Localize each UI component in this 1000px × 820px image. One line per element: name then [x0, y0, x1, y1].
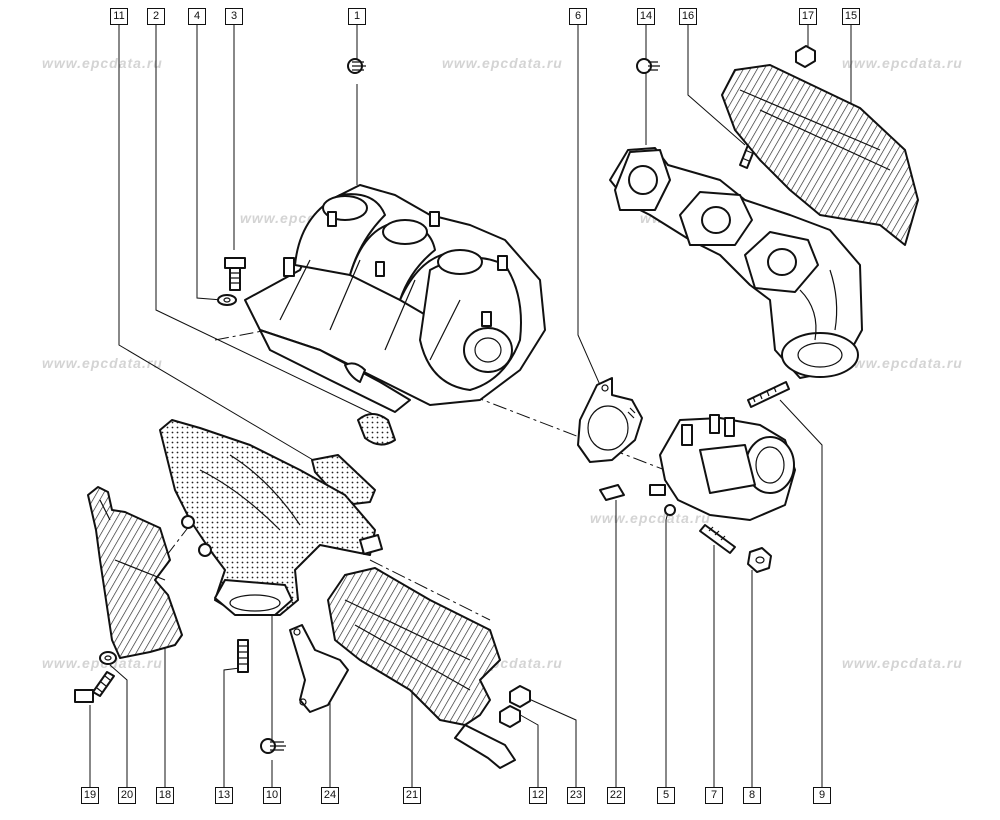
bolt-3	[224, 257, 246, 291]
heat-shield-15	[721, 64, 919, 246]
callout-7: 7	[705, 787, 723, 804]
watermark: www.epcdata.ru	[842, 655, 963, 671]
callout-20: 20	[118, 787, 136, 804]
callout-3: 3	[225, 8, 243, 25]
watermark: www.epcdata.ru	[842, 55, 963, 71]
washer-4	[217, 294, 237, 306]
stud-13	[237, 639, 249, 673]
callout-9: 9	[813, 787, 831, 804]
gasket-6	[577, 377, 643, 463]
bolt-19	[74, 671, 115, 703]
heat-shield-18	[87, 486, 183, 659]
callout-8: 8	[743, 787, 761, 804]
callout-16: 16	[679, 8, 697, 25]
callout-23: 23	[567, 787, 585, 804]
callout-24: 24	[321, 787, 339, 804]
stud-7	[699, 524, 736, 554]
heat-shield-21	[327, 567, 516, 769]
nut-23	[509, 685, 531, 708]
callout-4: 4	[188, 8, 206, 25]
callout-14: 14	[637, 8, 655, 25]
nut-8	[747, 547, 772, 573]
callout-13: 13	[215, 787, 233, 804]
callout-1: 1	[348, 8, 366, 25]
callout-2: 2	[147, 8, 165, 25]
clip-10	[260, 738, 286, 754]
callout-19: 19	[81, 787, 99, 804]
callout-11: 11	[110, 8, 128, 25]
callout-10: 10	[263, 787, 281, 804]
exhaust-manifold-right	[609, 147, 863, 379]
intake-manifold	[244, 184, 546, 413]
clip-1	[347, 58, 366, 74]
exhaust-manifold-left	[159, 419, 383, 616]
callout-17: 17	[799, 8, 817, 25]
washer-20	[99, 651, 117, 665]
callout-5: 5	[657, 787, 675, 804]
callout-18: 18	[156, 787, 174, 804]
plug-22	[599, 484, 625, 501]
watermark: www.epcdata.ru	[42, 355, 163, 371]
callout-21: 21	[403, 787, 421, 804]
callout-22: 22	[607, 787, 625, 804]
callout-6: 6	[569, 8, 587, 25]
watermark: www.epcdata.ru	[42, 55, 163, 71]
watermark: www.epcdata.ru	[590, 510, 711, 526]
throttle-body-5	[649, 414, 796, 521]
gasket-11	[311, 454, 376, 506]
clip-14	[636, 58, 660, 74]
callout-15: 15	[842, 8, 860, 25]
watermark: www.epcdata.ru	[842, 355, 963, 371]
stud-9	[747, 381, 790, 408]
watermark: www.epcdata.ru	[442, 55, 563, 71]
nut-12	[499, 705, 521, 728]
callout-12: 12	[529, 787, 547, 804]
bracket-24	[289, 624, 349, 713]
gasket-2	[357, 413, 396, 446]
nut-17	[795, 45, 816, 68]
